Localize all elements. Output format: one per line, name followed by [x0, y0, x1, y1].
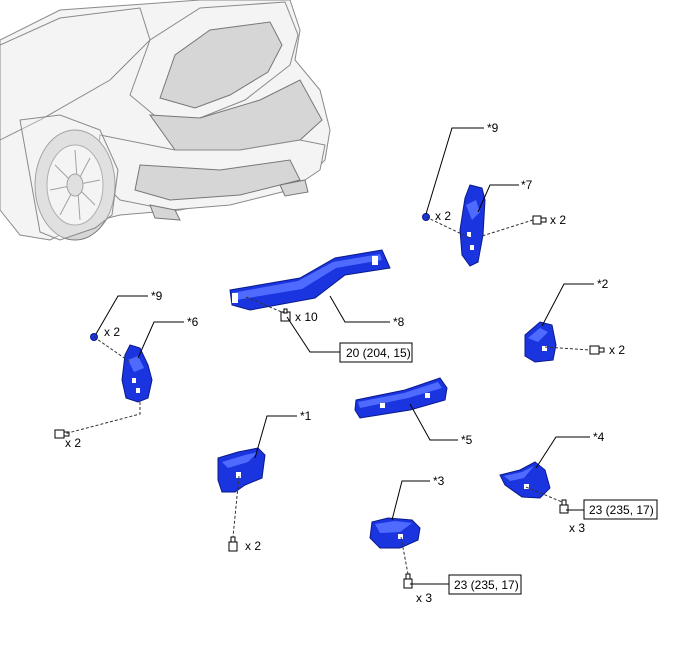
callout-6: *6 — [187, 315, 199, 329]
qty-1: x 2 — [245, 539, 261, 553]
callout-3: *3 — [433, 474, 445, 488]
callout-2: *2 — [597, 277, 609, 291]
bracket-6-part — [121, 344, 153, 403]
bolt-8-icon — [280, 308, 291, 322]
torque-8: 20 (204, 15) — [346, 346, 411, 360]
callout-9b: *9 — [151, 289, 163, 303]
qty-8: x 10 — [295, 310, 318, 324]
lower-reinforcement-part — [354, 377, 448, 419]
qty-7: x 2 — [550, 213, 566, 227]
installation-lines — [63, 216, 591, 575]
qty-2: x 2 — [609, 343, 625, 357]
bumper-reinforcement-part — [229, 249, 391, 311]
torque-box-4 — [583, 499, 658, 520]
torque-3: 23 (235, 17) — [454, 578, 519, 592]
callout-9a: *9 — [487, 121, 499, 135]
bolt-2-icon — [589, 345, 605, 355]
bolt-3-icon — [403, 573, 413, 589]
qty-4: x 3 — [569, 521, 585, 535]
qty-6: x 2 — [65, 436, 81, 450]
qty-3: x 3 — [416, 591, 432, 605]
qty-9a: x 2 — [435, 209, 451, 223]
bolt-7-icon — [532, 215, 547, 225]
bolt-4-icon — [559, 499, 569, 514]
bolt-1-icon — [228, 536, 238, 552]
bracket-7-part — [459, 184, 486, 267]
callout-labels: *9 *7 *8 *2 *9 *6 *1 *5 *4 *3 — [151, 121, 609, 488]
qty-9b: x 2 — [104, 325, 120, 339]
torque-box-8 — [339, 342, 413, 363]
callout-1: *1 — [300, 409, 312, 423]
torque-box-3 — [448, 574, 522, 595]
bracket-1-part — [217, 447, 266, 493]
bracket-2-part — [524, 321, 557, 363]
callout-4: *4 — [593, 430, 605, 444]
bracket-3-part — [369, 517, 421, 549]
torque-labels: 20 (204, 15) 23 (235, 17) 23 (235, 17) — [346, 346, 654, 592]
torque-4: 23 (235, 17) — [589, 503, 654, 517]
bracket-4-part — [499, 461, 551, 499]
callout-8: *8 — [393, 315, 405, 329]
callout-5: *5 — [461, 433, 473, 447]
leader-lines — [95, 127, 594, 585]
vehicle-illustration — [0, 0, 331, 241]
quantity-labels: x 2 x 2 x 10 x 2 x 2 x 2 x 2 x 3 x 3 — [65, 209, 625, 605]
callout-7: *7 — [521, 178, 533, 192]
